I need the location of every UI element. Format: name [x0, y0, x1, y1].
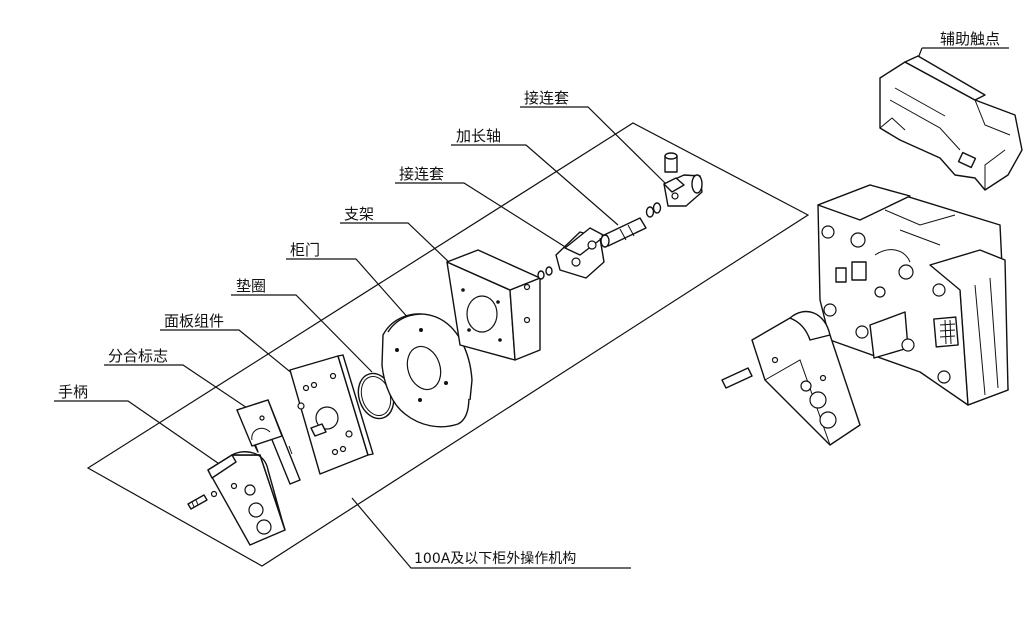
label-extension-shaft: 加长轴: [456, 127, 501, 145]
label-auxiliary-contact: 辅助触点: [940, 30, 1000, 48]
switch-body-part: [817, 184, 1009, 406]
label-coupling-upper: 接连套: [524, 89, 569, 107]
upper-coupling-part: [663, 152, 703, 207]
lower-coupling-part: [555, 227, 606, 279]
bracket-part: [446, 249, 541, 361]
label-gasket: 垫圈: [236, 277, 266, 295]
small-washers: [537, 266, 553, 280]
indicator-plate: [236, 399, 301, 485]
label-indicator: 分合标志: [108, 347, 168, 365]
label-coupling-lower: 接连套: [399, 165, 444, 183]
label-cabinet-door: 柜门: [290, 241, 320, 259]
caption-text: 100A及以下柜外操作机构: [414, 551, 576, 567]
panel-assembly-part: [289, 354, 374, 475]
extension-shaft-part: [600, 202, 662, 248]
handle-part: [207, 451, 286, 546]
leader-lines: [54, 47, 1009, 569]
label-panel-assembly: 面板组件: [164, 312, 224, 330]
label-bracket: 支架: [344, 205, 374, 223]
right-handle-part: [721, 310, 861, 446]
handle-screw: [187, 494, 208, 510]
auxiliary-contact-part: [879, 55, 1023, 191]
assembly-plane: [86, 122, 810, 567]
cabinet-door-part: [381, 313, 473, 428]
label-handle: 手柄: [58, 383, 88, 401]
